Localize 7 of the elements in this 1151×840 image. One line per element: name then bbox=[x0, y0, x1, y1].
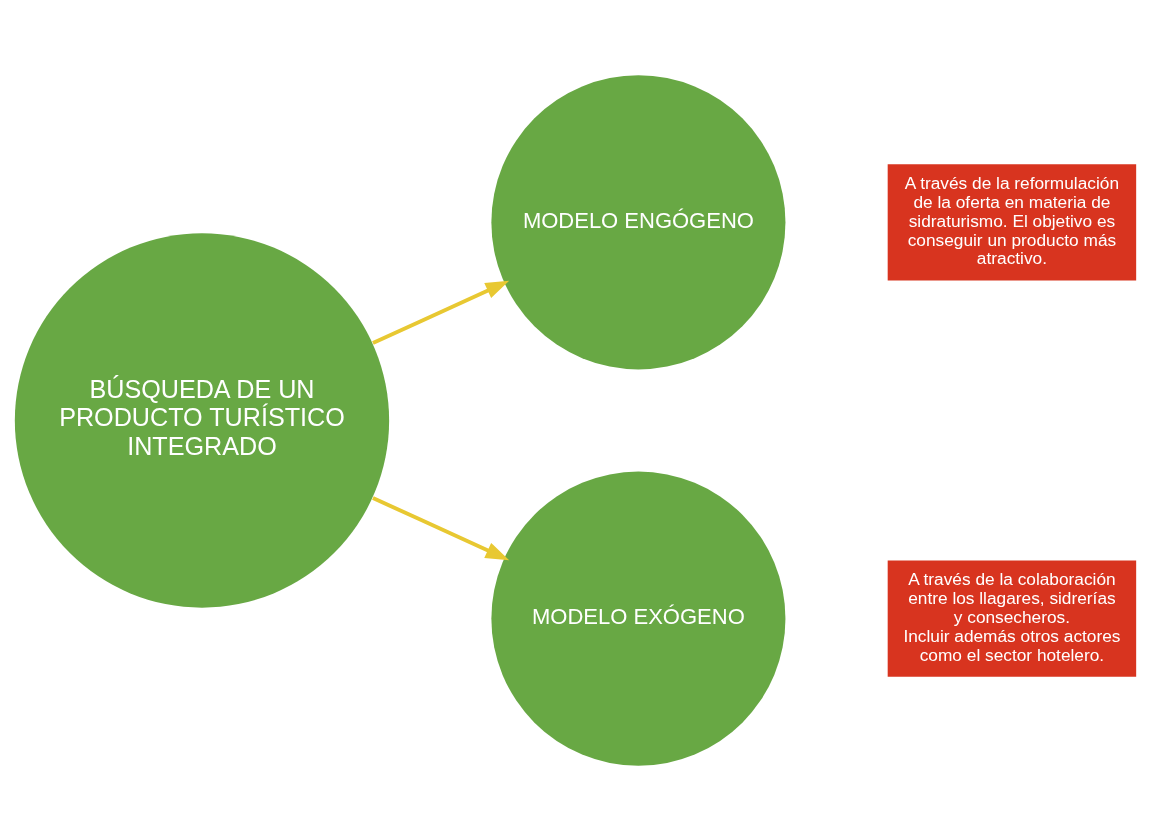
node-circle: MODELO EXÓGENO bbox=[491, 471, 786, 766]
arrow bbox=[372, 495, 510, 560]
node-box: A través de la reformulación de la oferta en materia de sidraturismo. El objetivo es conseguir un producto más atractivo. bbox=[887, 163, 1137, 281]
arrow bbox=[372, 280, 510, 345]
node-circle: BÚSQUEDA DE UN PRODUCTO TURÍSTICO INTEGRADO bbox=[14, 232, 390, 608]
node-circle: MODELO ENGÓGENO bbox=[491, 74, 786, 369]
node-box: A través de la colaboración entre los llagares, sidrerías y consecheros. Incluir además otros actores como el sector hotelero. bbox=[887, 559, 1137, 677]
